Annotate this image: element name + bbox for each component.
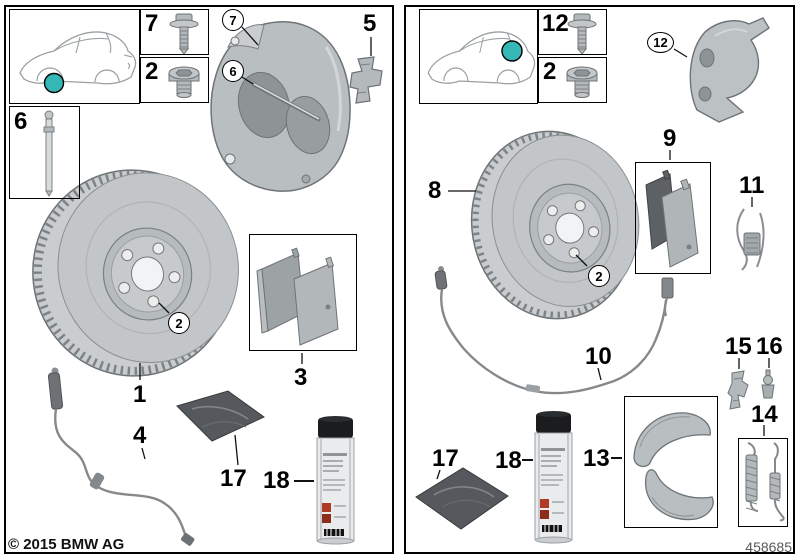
adjuster-art [727, 370, 749, 410]
callout-2-right[interactable]: 2 [588, 265, 610, 287]
part-label-7[interactable]: 7 [145, 10, 159, 37]
part-label-17[interactable]: 17 [220, 465, 247, 492]
bolt-icon [567, 13, 597, 55]
wear-sensor-art [47, 367, 195, 546]
part-label-18[interactable]: 18 [495, 447, 522, 474]
car-thumbnail-front [19, 31, 137, 94]
callout-2-right-number: 2 [595, 268, 603, 284]
brake-caliper-art [210, 21, 351, 192]
brake-pads-box [635, 162, 711, 274]
part-label-2[interactable]: 2 [543, 58, 557, 85]
part-label-16[interactable]: 16 [756, 333, 783, 360]
brake-shoes-box [624, 396, 718, 528]
plug-box [140, 57, 209, 103]
bolt-box [140, 9, 209, 55]
part-label-12[interactable]: 12 [542, 10, 569, 37]
front-brake-panel: 7 2 6 5 1 4 3 17 18 7 6 2 [4, 5, 394, 554]
callout-7-number: 7 [229, 12, 237, 28]
plug-box [538, 57, 607, 103]
part-label-4[interactable]: 4 [133, 422, 147, 449]
callout-6-number: 6 [229, 63, 237, 79]
car-thumbnail-rear [427, 31, 536, 85]
rear-axle-highlight [501, 40, 523, 62]
spring-clip-art [736, 208, 765, 271]
callout-2-left-number: 2 [175, 315, 183, 331]
brake-shoes-art [633, 412, 714, 521]
part-label-1[interactable]: 1 [133, 381, 147, 408]
copyright-text: © 2015 BMW AG [8, 536, 125, 553]
part-label-13[interactable]: 13 [583, 445, 610, 472]
diagram-number: 458685 [745, 539, 792, 555]
leader-lines [436, 48, 770, 480]
screw-plug-icon [168, 66, 200, 98]
part-label-2[interactable]: 2 [145, 58, 159, 85]
brake-pads-art [256, 247, 339, 346]
part-label-10[interactable]: 10 [585, 343, 612, 370]
spring-set-box [738, 438, 788, 527]
guide-pin-inserted [252, 82, 321, 122]
part-label-6[interactable]: 6 [14, 108, 28, 135]
callout-2-left[interactable]: 2 [168, 312, 190, 334]
spring-set-art [745, 442, 785, 522]
part-label-5[interactable]: 5 [363, 10, 377, 37]
cleaner-can-art [534, 411, 573, 544]
part-label-3[interactable]: 3 [294, 364, 308, 391]
callout-6[interactable]: 6 [222, 60, 244, 82]
grease-sachet-art [176, 390, 265, 442]
part-label-8[interactable]: 8 [428, 177, 442, 204]
caliper-carrier-art [689, 17, 770, 123]
bolt-icon [169, 13, 199, 55]
part-label-15[interactable]: 15 [725, 333, 752, 360]
callout-7[interactable]: 7 [222, 9, 244, 31]
retaining-spring-art [349, 56, 383, 104]
guide-pin-icon [43, 110, 55, 197]
leader-lines [139, 26, 372, 482]
front-brake-artwork [19, 13, 383, 546]
callout-12[interactable]: 12 [647, 32, 674, 53]
part-label-17[interactable]: 17 [432, 445, 459, 472]
brake-disc-art [470, 130, 640, 320]
expander-art [761, 369, 775, 399]
part-label-11[interactable]: 11 [739, 172, 765, 199]
cleaner-can-art [316, 416, 355, 545]
car-locator-box [9, 9, 140, 104]
part-label-14[interactable]: 14 [751, 401, 778, 428]
bolt-box [538, 9, 607, 55]
part-label-9[interactable]: 9 [663, 125, 677, 152]
brake-pads-art [645, 169, 699, 268]
callout-12-number: 12 [653, 35, 668, 50]
rear-brake-artwork [415, 13, 785, 544]
brake-pads-box [249, 234, 357, 351]
grease-sachet-art [415, 467, 509, 530]
front-axle-highlight [43, 72, 65, 94]
guide-pin-box [9, 106, 80, 199]
rear-brake-panel: 12 2 8 9 11 10 13 15 16 14 17 18 12 2 [404, 5, 795, 554]
screw-plug-icon [566, 66, 598, 98]
wear-sensor-art [434, 266, 668, 395]
part-label-18[interactable]: 18 [263, 467, 290, 494]
car-locator-box [419, 9, 538, 104]
